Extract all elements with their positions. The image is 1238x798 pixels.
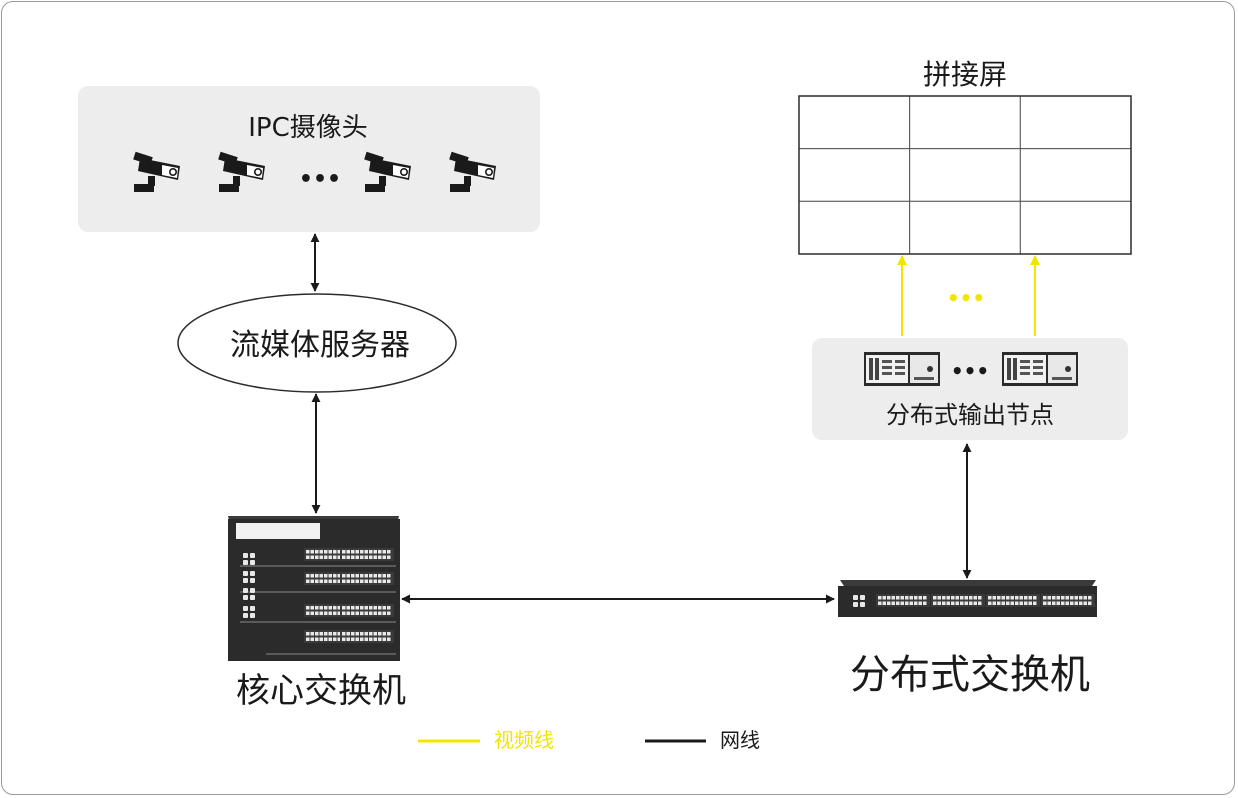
output-nodes: ••• 分布式输出节点 — [812, 338, 1128, 440]
core-switch-label: 核心交换机 — [236, 671, 406, 711]
legend: 视频线 网线 — [418, 728, 760, 752]
video-wall-screen-tile — [909, 95, 1021, 150]
video-wall-screen-tile — [798, 148, 911, 202]
video-wall-screen-tile — [798, 95, 911, 150]
camera-group-title: IPC摄像头 — [248, 113, 368, 143]
video-line-ellipsis: ••• — [947, 286, 985, 310]
camera-group: IPC摄像头 ••• — [78, 86, 540, 232]
video-wall-title: 拼接屏 — [923, 58, 1007, 91]
video-wall-screen-tile — [1019, 148, 1132, 202]
output-node-device — [1002, 352, 1078, 386]
core-switch: 核心交换机 — [228, 516, 406, 711]
legend-network-line-label: 网线 — [720, 728, 760, 752]
media-server: 流媒体服务器 — [177, 293, 457, 393]
distributed-switch: 分布式交换机 — [838, 580, 1097, 698]
camera-group-panel — [78, 86, 540, 232]
video-wall-screen-tile — [1019, 95, 1132, 150]
video-wall-border — [798, 95, 1132, 255]
video-wall-screen-tile — [1019, 200, 1132, 255]
output-nodes-ellipsis: ••• — [951, 359, 989, 383]
video-wall-screen-tile — [798, 200, 911, 255]
video-wall-grid — [798, 95, 1132, 255]
output-node-device — [864, 352, 940, 386]
distributed-switch-label: 分布式交换机 — [850, 652, 1090, 698]
video-wall: 拼接屏 — [798, 58, 1132, 255]
legend-video-line-label: 视频线 — [494, 728, 554, 752]
video-wall-screen-tile — [909, 200, 1021, 255]
video-wall-screen-tile — [909, 148, 1021, 202]
output-nodes-label: 分布式输出节点 — [886, 401, 1054, 429]
media-server-label: 流媒体服务器 — [230, 328, 410, 363]
core-switch-display — [236, 523, 320, 539]
media-server-ellipse — [177, 293, 457, 393]
camera-ellipsis: ••• — [299, 167, 341, 192]
